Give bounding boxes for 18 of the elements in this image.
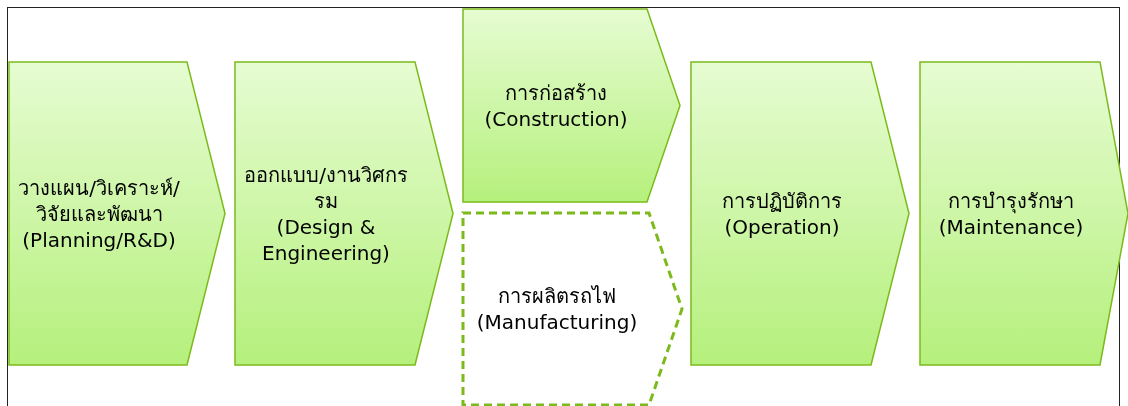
chevron-step <box>235 62 453 365</box>
chevron-step <box>920 62 1128 365</box>
step-title: การปฏิบัติการ <box>722 187 842 214</box>
step-title: การก่อสร้าง <box>505 79 607 106</box>
chevron-step <box>463 9 680 202</box>
step-subtitle: (Construction) <box>484 105 628 132</box>
step-title: ออกแบบ/งานวิศกรรม <box>243 161 409 214</box>
step-subtitle: (Maintenance) <box>938 214 1084 240</box>
dashed-chevron-step <box>463 213 682 405</box>
step-title: การบำรุงรักษา <box>948 187 1074 214</box>
step-title: วางแผน/วิเคราะห์/วิจัยและพัฒนา <box>17 174 181 227</box>
chevron-step <box>691 62 909 365</box>
chevron-step <box>9 62 225 365</box>
step-subtitle: (Manufacturing) <box>476 309 638 335</box>
step-subtitle: (Design & Engineering) <box>261 213 391 266</box>
step-subtitle: (Operation) <box>724 213 840 240</box>
step-subtitle: (Planning/R&D) <box>22 226 176 253</box>
step-title: การผลิตรถไฟ <box>498 283 616 309</box>
